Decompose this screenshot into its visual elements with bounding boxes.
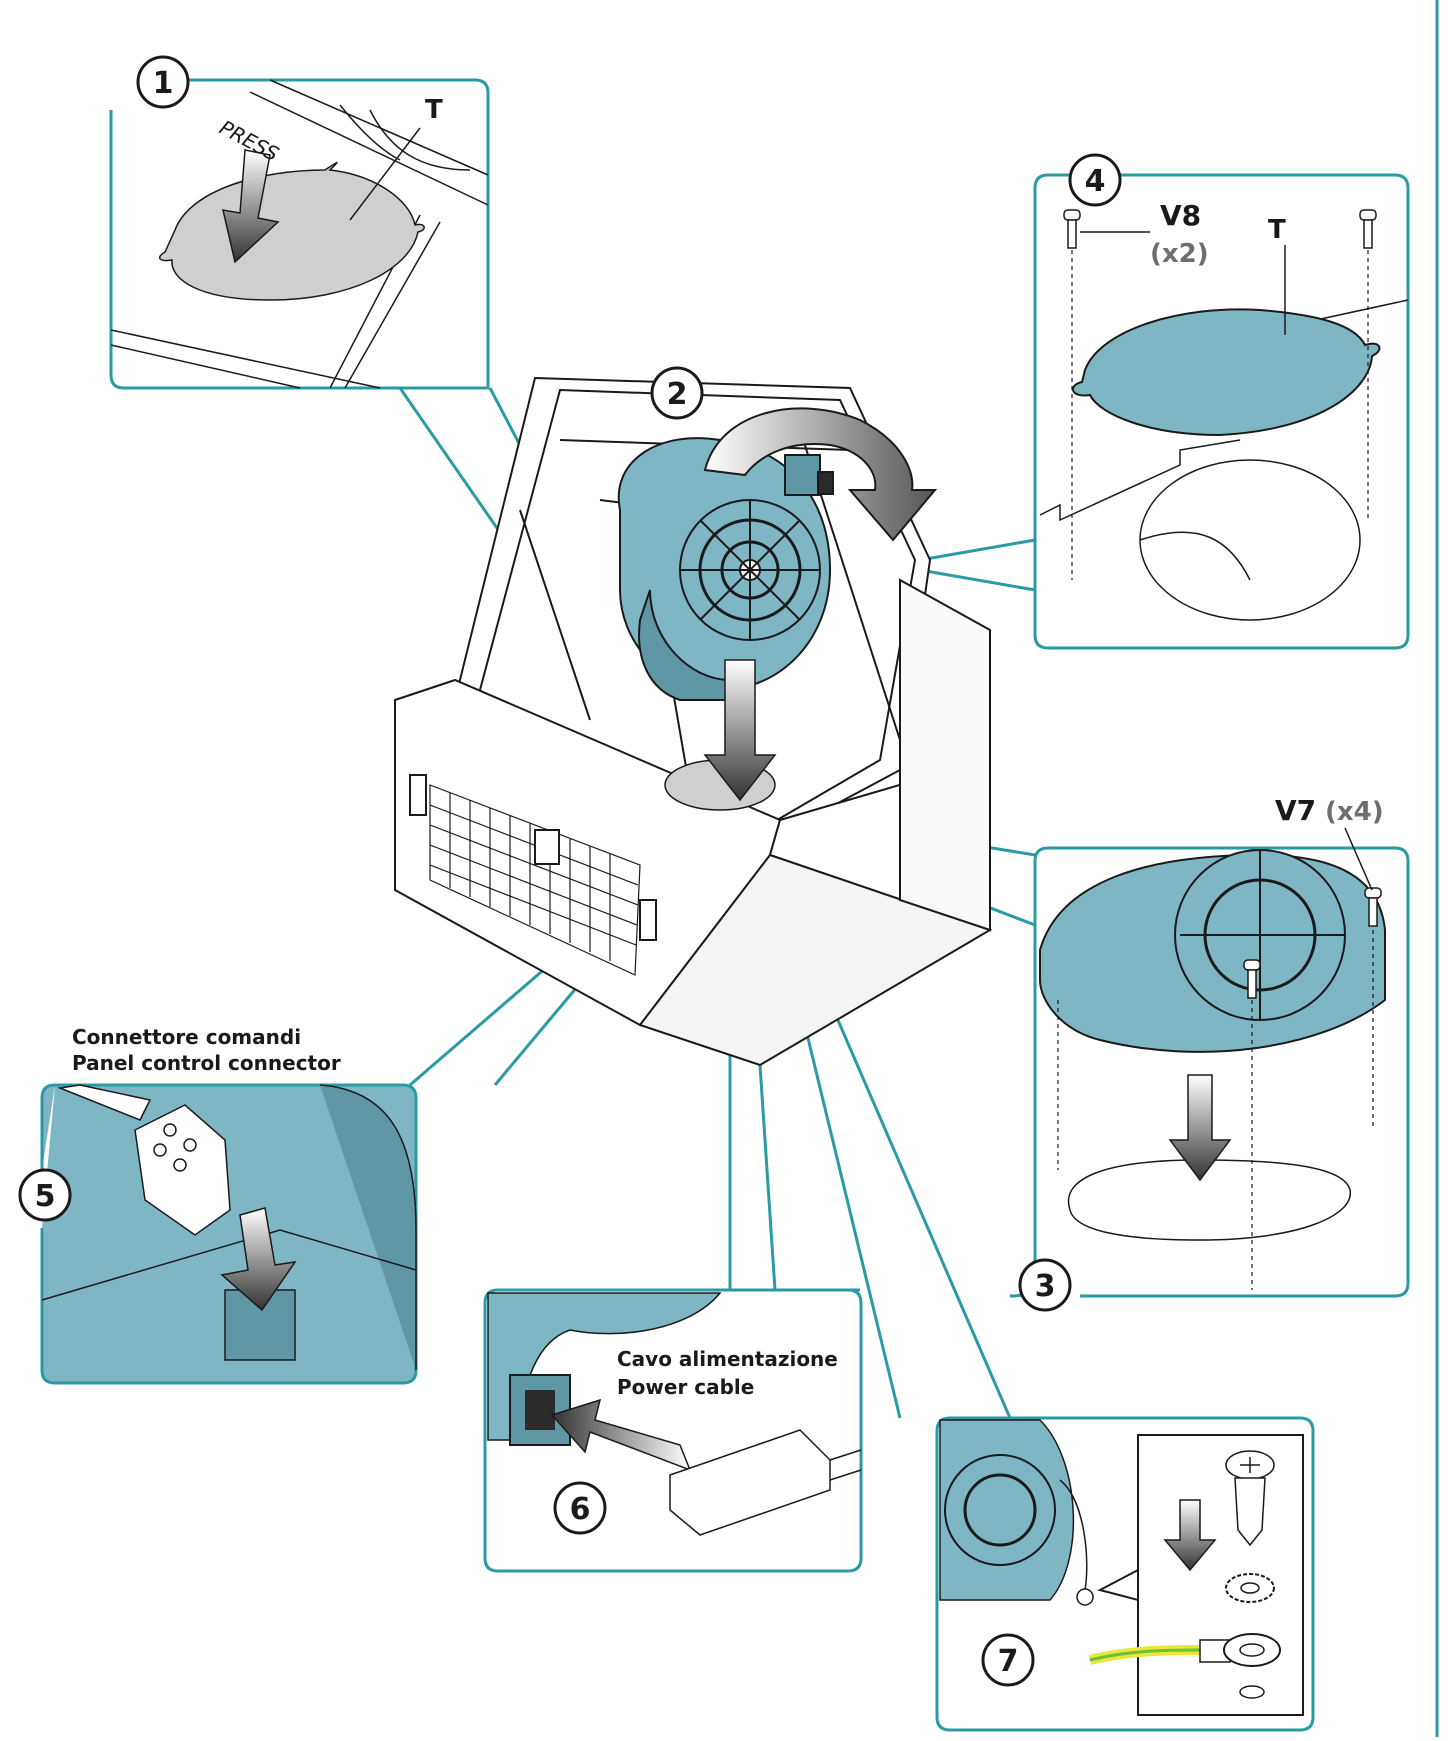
step-6-panel: Cavo alimentazione Power cable 6 — [483, 1288, 863, 1573]
cover-code-label: T — [425, 95, 443, 125]
step-number: 4 — [1085, 164, 1106, 199]
step-number: 1 — [153, 66, 174, 101]
down-arrow-icon — [220, 1207, 297, 1312]
power-label-it: Cavo alimentazione — [617, 1347, 838, 1371]
detail-box — [1137, 1434, 1304, 1716]
screw-icon — [1243, 887, 1382, 999]
screw-code-label: V7 — [1275, 794, 1316, 827]
step-number: 6 — [570, 1492, 591, 1527]
blower-main — [617, 437, 834, 701]
washer-icon — [1225, 1573, 1275, 1603]
down-arrow-icon — [222, 149, 280, 264]
connector-label-it: Connettore comandi — [72, 1025, 301, 1049]
step-2-badge: 2 — [650, 366, 704, 420]
step-number: 7 — [998, 1644, 1019, 1679]
step-number: 5 — [35, 1179, 56, 1214]
down-arrow-icon — [1168, 1074, 1232, 1182]
power-label-en: Power cable — [617, 1375, 754, 1399]
cover-disc-grey — [158, 161, 425, 301]
cover-disc-teal — [1072, 308, 1381, 437]
screw-qty-label: (x2) — [1150, 239, 1209, 269]
plug-icon — [669, 1429, 862, 1536]
screw-qty-label: (x4) — [1325, 797, 1384, 827]
down-arrow-icon — [1163, 1499, 1217, 1572]
screw-icon — [1063, 209, 1377, 249]
rotate-arrow-icon — [703, 407, 938, 542]
step-1-panel: PRESS T 1 — [109, 55, 490, 390]
cover-code-label: T — [1268, 215, 1286, 245]
step-7-panel: 7 — [935, 1416, 1315, 1732]
down-arrow-icon — [703, 659, 777, 802]
step-4-panel: V8 (x2) T 4 — [1033, 153, 1410, 650]
step-number: 3 — [1035, 1269, 1056, 1304]
connector-icon — [134, 1104, 231, 1236]
connector-label-en: Panel control connector — [72, 1051, 341, 1075]
ring-terminal-icon — [1088, 1633, 1281, 1699]
screw-code-label: V8 — [1160, 199, 1201, 232]
plug-arrow-icon — [550, 1398, 692, 1472]
step-3-panel: V7 (x4) 3 — [1009, 794, 1410, 1312]
step-number: 2 — [667, 377, 688, 412]
screw-icon — [1225, 1450, 1275, 1547]
step-5-panel: Connettore comandi Panel control connect… — [18, 1025, 418, 1385]
